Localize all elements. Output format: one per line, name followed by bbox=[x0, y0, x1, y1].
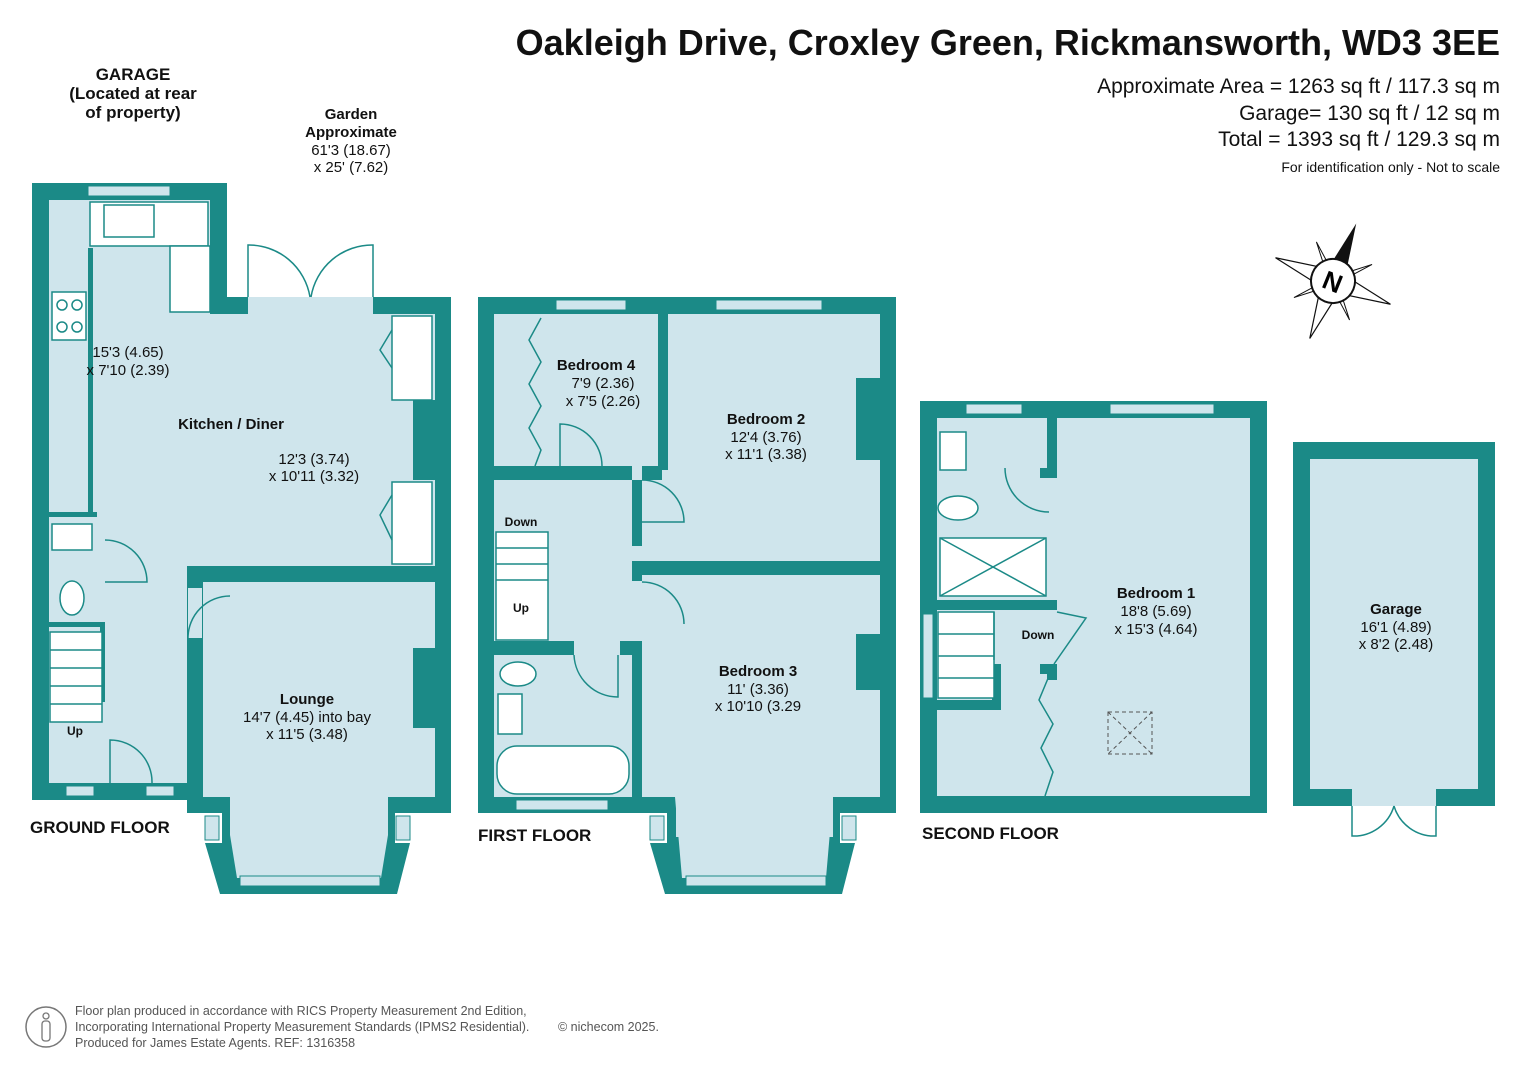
measurement-logo-icon bbox=[25, 1006, 67, 1048]
approximate-area: Approximate Area = 1263 sq ft / 117.3 sq… bbox=[1097, 75, 1500, 98]
compass-icon bbox=[1275, 223, 1391, 339]
stairs-up-label: Up bbox=[67, 724, 83, 738]
stairs-down-label: Down bbox=[1022, 628, 1055, 642]
kitchen-dimension: 15'3 (4.65) bbox=[92, 344, 163, 361]
bedroom4-label: Bedroom 4 bbox=[557, 357, 636, 374]
second-floor-label: SECOND FLOOR bbox=[922, 824, 1059, 843]
lounge-dimension: x 11'5 (3.48) bbox=[266, 726, 348, 743]
scale-note: For identification only - Not to scale bbox=[1281, 159, 1500, 175]
bedroom2-label: Bedroom 2 bbox=[727, 411, 805, 428]
garden-dimension: x 25' (7.62) bbox=[314, 159, 389, 176]
kitchen-dimension: x 7'10 (2.39) bbox=[87, 362, 170, 379]
garage-location-note: (Located at rear bbox=[69, 84, 197, 103]
lounge-label: Lounge bbox=[280, 691, 334, 708]
bedroom2-dimension: x 11'1 (3.38) bbox=[725, 446, 807, 463]
garage-area: Garage= 130 sq ft / 12 sq m bbox=[1239, 102, 1500, 125]
bedroom3-label: Bedroom 3 bbox=[719, 663, 797, 680]
page-title: Oakleigh Drive, Croxley Green, Rickmansw… bbox=[516, 22, 1500, 63]
footer-text: Produced for James Estate Agents. REF: 1… bbox=[75, 1036, 355, 1050]
bedroom3-dimension: 11' (3.36) bbox=[727, 681, 789, 698]
bedroom1-label: Bedroom 1 bbox=[1117, 585, 1195, 602]
garage-plan bbox=[1293, 442, 1495, 837]
bedroom4-dimension: 7'9 (2.36) bbox=[572, 375, 635, 392]
footer-text: Floor plan produced in accordance with R… bbox=[75, 1004, 527, 1018]
first-floor-plan bbox=[478, 297, 896, 894]
second-floor-plan bbox=[920, 401, 1267, 813]
bedroom1-dimension: 18'8 (5.69) bbox=[1120, 603, 1191, 620]
total-area: Total = 1393 sq ft / 129.3 sq m bbox=[1218, 128, 1500, 151]
ground-floor-label: GROUND FLOOR bbox=[30, 818, 170, 837]
footer-copyright: © nichecom 2025. bbox=[558, 1020, 659, 1034]
ground-floor-plan bbox=[32, 183, 451, 894]
garden-label: Approximate bbox=[305, 124, 397, 141]
bedroom4-dimension: x 7'5 (2.26) bbox=[566, 393, 641, 410]
lounge-dimension: 14'7 (4.45) into bay bbox=[243, 709, 371, 726]
stairs-down-label: Down bbox=[505, 515, 538, 529]
garage-dimension: x 8'2 (2.48) bbox=[1359, 636, 1434, 653]
kitchen-diner-label: Kitchen / Diner bbox=[178, 416, 284, 433]
stairs-up-label: Up bbox=[513, 601, 529, 615]
bedroom3-dimension: x 10'10 (3.29 bbox=[715, 698, 801, 715]
kitchen-dimension: x 10'11 (3.32) bbox=[269, 468, 359, 485]
garage-dimension: 16'1 (4.89) bbox=[1360, 619, 1431, 636]
garage-location-note: GARAGE bbox=[96, 65, 171, 84]
garden-dimension: 61'3 (18.67) bbox=[311, 142, 391, 159]
first-floor-label: FIRST FLOOR bbox=[478, 826, 591, 845]
garage-label: Garage bbox=[1370, 601, 1422, 618]
footer-text: Incorporating International Property Mea… bbox=[75, 1020, 529, 1034]
garage-location-note: of property) bbox=[85, 103, 180, 122]
bedroom2-dimension: 12'4 (3.76) bbox=[730, 429, 801, 446]
kitchen-dimension: 12'3 (3.74) bbox=[278, 451, 349, 468]
garden-label: Garden bbox=[325, 106, 378, 123]
bedroom1-dimension: x 15'3 (4.64) bbox=[1115, 621, 1198, 638]
